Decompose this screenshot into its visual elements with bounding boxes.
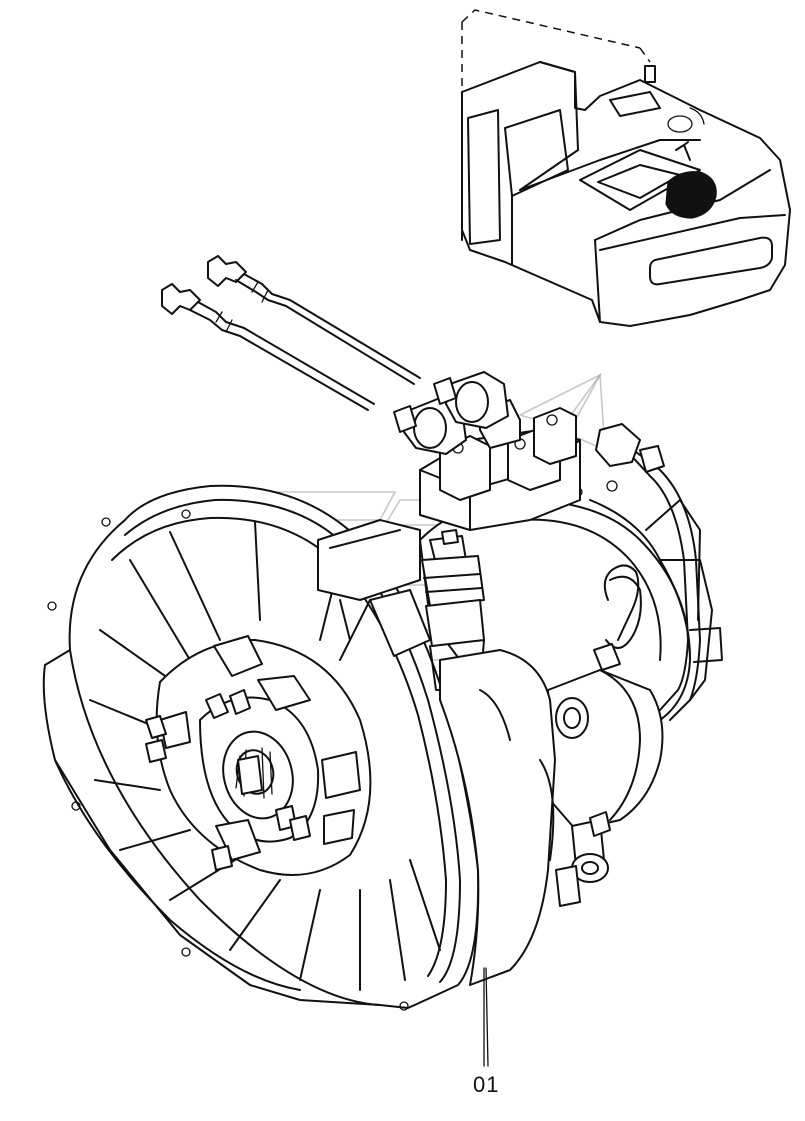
- callout-01[interactable]: 01: [473, 1072, 500, 1097]
- machine-location-inset: [461, 9, 791, 327]
- pump-assembly: [42, 371, 723, 1067]
- callout-leader-line: [485, 967, 489, 1067]
- control-cables: [161, 255, 421, 411]
